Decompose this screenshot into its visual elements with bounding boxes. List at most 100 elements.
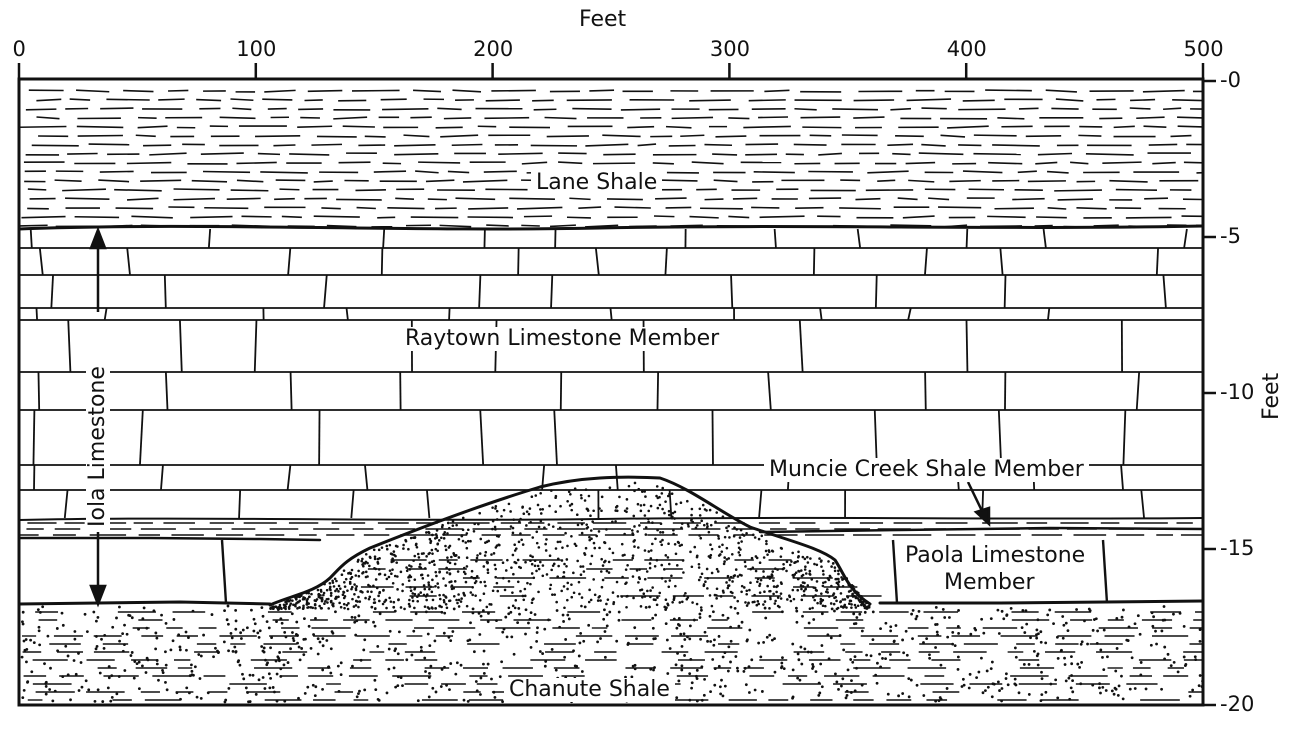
sand-dot: [1076, 663, 1079, 666]
sand-dot: [449, 572, 452, 575]
sand-dot: [653, 598, 656, 601]
sand-dot: [302, 598, 305, 601]
sand-dot: [318, 593, 321, 596]
sand-dot: [837, 573, 840, 576]
sand-dot: [190, 664, 193, 667]
sand-dot: [1065, 679, 1068, 682]
sand-dot: [632, 575, 635, 578]
sand-dot: [799, 679, 802, 682]
shale-dash: [1056, 99, 1083, 101]
sand-dot: [1015, 656, 1018, 659]
sand-dot: [696, 556, 699, 559]
sand-dot: [728, 579, 731, 582]
sand-dot: [946, 687, 949, 690]
shale-dash: [728, 216, 749, 217]
shale-dash: [854, 100, 895, 101]
sand-dot: [647, 510, 650, 513]
sand-dot: [1150, 644, 1153, 647]
sand-dot: [256, 631, 259, 634]
joint-line: [105, 308, 107, 320]
sand-dot: [703, 694, 706, 697]
sand-dot: [667, 542, 670, 545]
sand-dot: [445, 549, 448, 552]
sand-dot: [757, 642, 760, 645]
sand-dot: [534, 613, 537, 616]
sand-dot: [598, 595, 601, 598]
sand-dot: [494, 564, 497, 567]
sand-dot: [699, 507, 702, 510]
shale-dash: [1076, 208, 1106, 209]
sand-dot: [402, 544, 405, 547]
sand-dot: [424, 605, 427, 608]
shale-dash: [258, 154, 280, 155]
joint-line: [365, 465, 367, 490]
sand-dot: [386, 692, 389, 695]
sand-dot: [1014, 647, 1017, 650]
sand-dot: [381, 546, 384, 549]
sand-dot: [410, 537, 413, 540]
sand-dot: [440, 536, 443, 539]
sand-dot: [696, 700, 699, 703]
sand-dot: [734, 607, 737, 610]
sand-dot: [702, 504, 705, 507]
sand-dot: [365, 571, 368, 574]
sand-dot: [103, 634, 106, 637]
sand-dot: [860, 604, 863, 607]
sand-dot: [494, 576, 497, 579]
sand-dot: [317, 589, 320, 592]
sand-dot: [330, 594, 333, 597]
sand-dot: [145, 627, 148, 630]
sand-dot: [234, 609, 237, 612]
sand-dot: [431, 687, 434, 690]
sand-dot: [744, 561, 747, 564]
shale-dash: [1058, 199, 1093, 200]
sand-dot: [677, 680, 680, 683]
sand-dot: [392, 582, 395, 585]
sand-dot: [675, 663, 678, 666]
joint-line: [1044, 229, 1046, 248]
sand-dot: [1121, 616, 1124, 619]
sand-dot: [25, 660, 28, 663]
sand-dot: [597, 599, 600, 602]
sand-dot: [390, 600, 393, 603]
sand-dot: [471, 570, 474, 573]
sand-dot: [37, 608, 40, 611]
sand-dot: [487, 663, 490, 666]
sand-dot: [566, 545, 569, 548]
shale-dash: [1126, 217, 1172, 218]
sand-dot: [394, 575, 397, 578]
shale-dash: [89, 144, 130, 145]
sand-dot: [408, 599, 411, 602]
sand-dot: [551, 648, 554, 651]
sand-dot: [1054, 678, 1057, 681]
shale-dash: [1130, 108, 1151, 109]
sand-dot: [736, 612, 739, 615]
sand-dot: [585, 488, 588, 491]
sand-dot: [365, 561, 368, 564]
sand-dot: [1113, 693, 1116, 696]
sand-dot: [819, 663, 822, 666]
sand-dot: [957, 625, 960, 628]
sand-dot: [385, 607, 388, 610]
sand-dot: [77, 652, 80, 655]
sand-dot: [361, 558, 364, 561]
sand-dot: [185, 649, 188, 652]
shale-dash: [201, 153, 244, 154]
sand-dot: [478, 612, 481, 615]
sand-dot: [580, 573, 583, 576]
sand-dot: [279, 617, 282, 620]
shale-dash: [336, 199, 382, 200]
joint-line: [38, 372, 39, 410]
sand-dot: [744, 667, 747, 670]
sand-dot: [436, 536, 439, 539]
sand-dot: [664, 500, 667, 503]
sand-dot: [725, 527, 728, 530]
shale-dash: [36, 117, 59, 119]
sand-dot: [443, 612, 446, 615]
sand-dot: [826, 588, 829, 591]
sand-dot: [436, 529, 439, 532]
sand-dot: [401, 684, 404, 687]
sand-dot: [321, 637, 324, 640]
sand-dot: [766, 585, 769, 588]
sand-dot: [1049, 683, 1052, 686]
